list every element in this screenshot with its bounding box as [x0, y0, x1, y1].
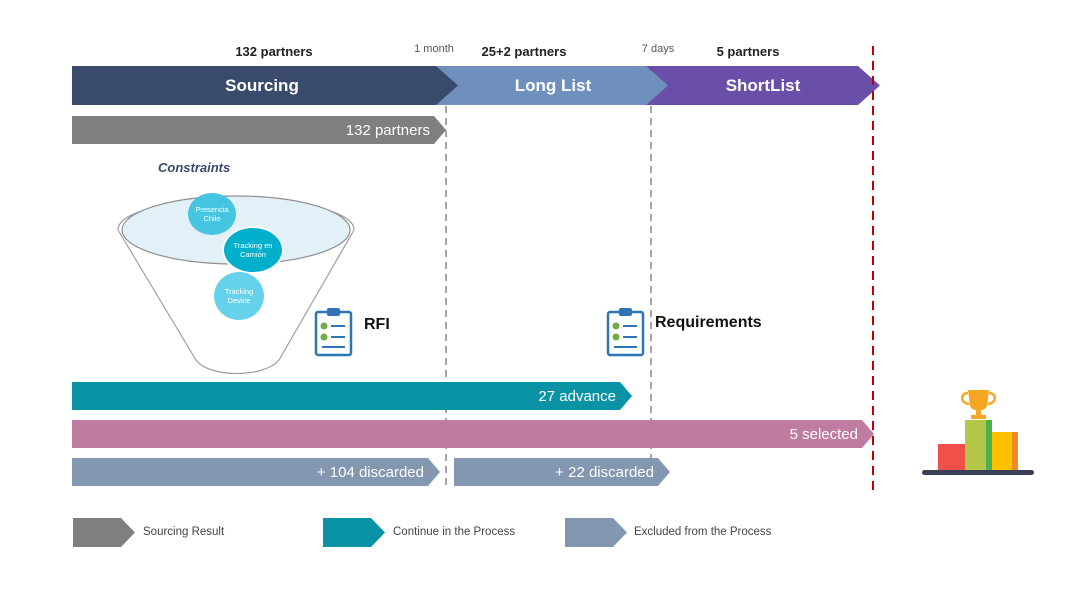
shortlist-phase: ShortList [646, 66, 880, 105]
discarded-bar-2: + 22 discarded [454, 458, 670, 486]
discarded-2-text: + 22 discarded [555, 463, 654, 481]
legend-swatch-sourcing-result [73, 518, 135, 547]
constraints-title: Constraints [158, 160, 231, 175]
legend-swatch-excluded [565, 518, 627, 547]
discarded-1-text: + 104 discarded [316, 463, 424, 481]
rfi-clipboard-icon [314, 308, 353, 357]
legend-sourcing-result: Sourcing Result [143, 526, 225, 538]
bubble-tracking-camion: Tracking en Camión [222, 226, 284, 274]
bubble-presencia-chile: Presencia Chile [188, 193, 236, 235]
bubble-tracking-device: Tracking Device [214, 272, 264, 320]
duration-2-label: 7 days [641, 43, 675, 55]
selected-bar: 5 selected [72, 420, 874, 448]
duration-1-label: 1 month [414, 43, 454, 55]
shortlist-phase-label: ShortList [725, 75, 801, 95]
discarded-bar-1: + 104 discarded [72, 458, 440, 486]
sourcing-count-label: 132 partners [235, 44, 313, 59]
selected-text: 5 selected [789, 425, 858, 443]
sourcing-phase-shape [72, 66, 460, 105]
rfi-label: RFI [364, 316, 390, 333]
advance-bar: 27 advance [72, 382, 632, 410]
sourcing-result-text: 132 partners [345, 121, 430, 139]
requirements-label: Requirements [655, 314, 762, 331]
legend-continue: Continue in the Process [393, 526, 516, 538]
legend-swatch-continue [323, 518, 385, 547]
sourcing-phase: Sourcing [72, 66, 460, 105]
legend-excluded: Excluded from the Process [634, 526, 772, 538]
shortlist-phase-shape [646, 66, 880, 105]
trophy-podium-icon [922, 390, 1034, 475]
long-list-count-label: 25+2 partners [481, 44, 567, 59]
requirements-clipboard-icon [606, 308, 645, 357]
advance-text: 27 advance [538, 387, 616, 405]
long-list-phase-label: Long List [514, 75, 592, 95]
long-list-phase-shape [436, 66, 670, 105]
sourcing-result-bar: 132 partners [72, 116, 446, 144]
long-list-phase: Long List [436, 66, 670, 105]
sourcing-phase-label: Sourcing [225, 75, 299, 95]
shortlist-count-label: 5 partners [716, 44, 780, 59]
